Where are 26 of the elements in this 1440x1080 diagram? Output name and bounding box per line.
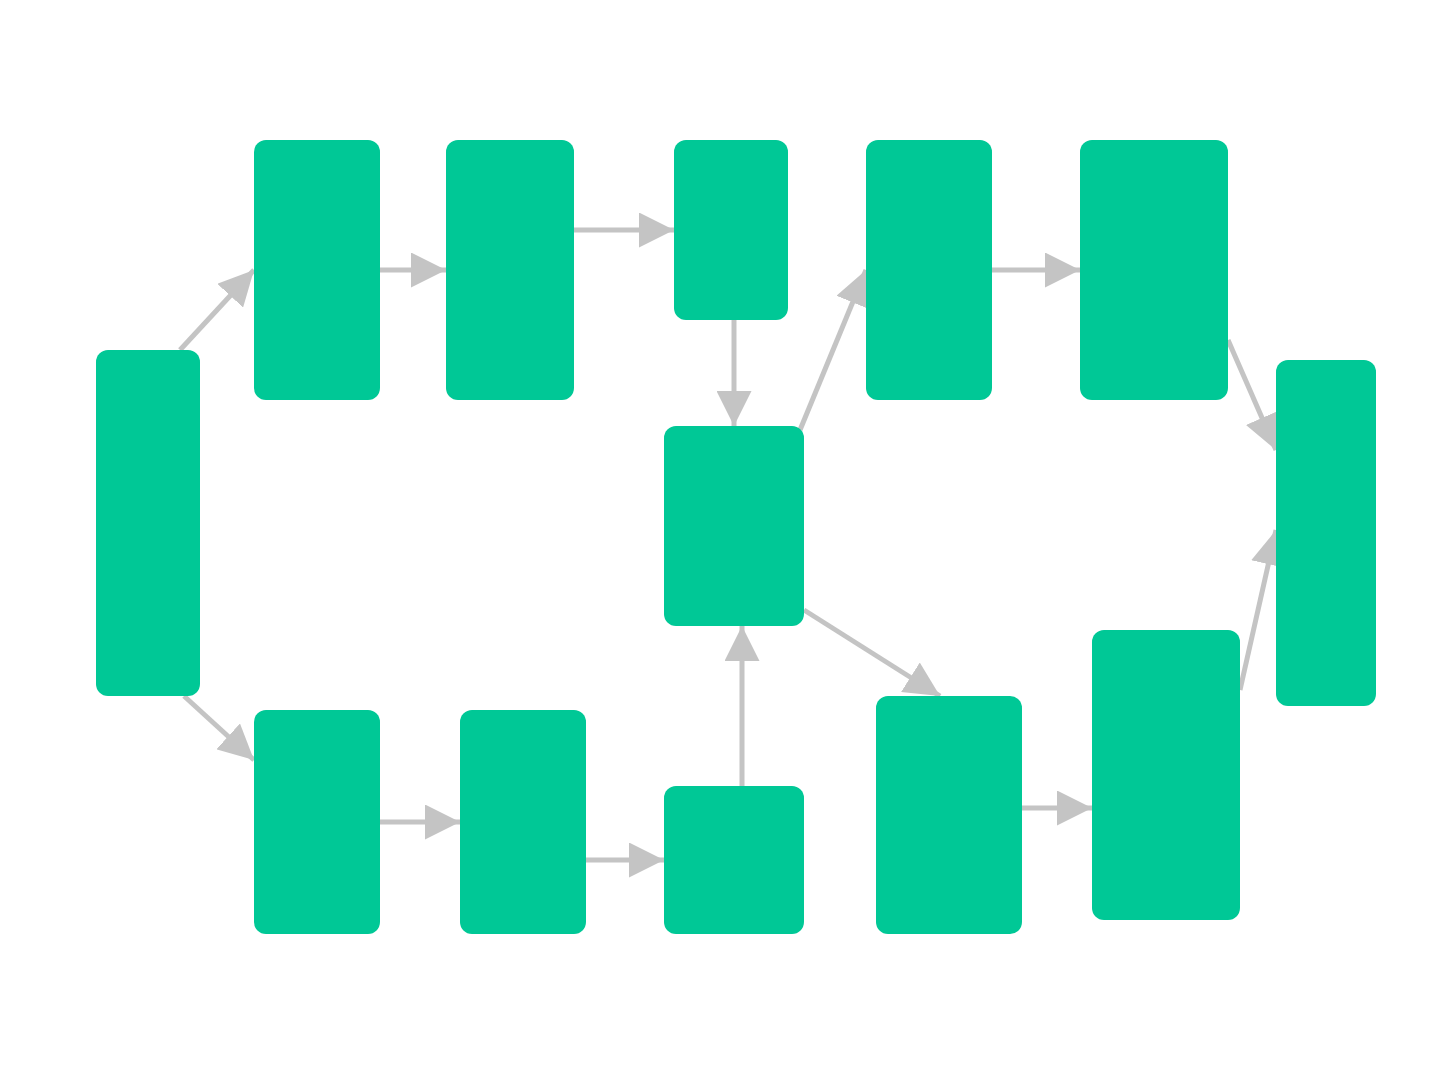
process-box xyxy=(254,140,380,400)
process-box xyxy=(866,140,992,400)
process-box xyxy=(674,140,788,320)
arrow xyxy=(178,268,256,352)
arrow xyxy=(992,252,1080,288)
arrow xyxy=(182,694,256,762)
process-box xyxy=(876,696,1022,934)
arrow xyxy=(586,842,664,878)
arrow xyxy=(1022,790,1092,826)
arrow xyxy=(716,320,752,426)
arrow xyxy=(802,607,942,699)
process-box xyxy=(460,710,586,934)
arrow xyxy=(724,626,760,786)
arrow xyxy=(574,212,674,248)
arrow xyxy=(1225,339,1279,451)
process-box xyxy=(1080,140,1228,400)
process-box xyxy=(446,140,574,400)
process-box xyxy=(1092,630,1240,920)
arrow xyxy=(380,804,460,840)
process-box xyxy=(254,710,380,934)
process-box xyxy=(1276,360,1376,706)
arrow xyxy=(797,269,869,431)
process-box xyxy=(664,426,804,626)
process-box xyxy=(664,786,804,934)
process-box xyxy=(96,350,200,696)
arrow xyxy=(380,252,446,288)
